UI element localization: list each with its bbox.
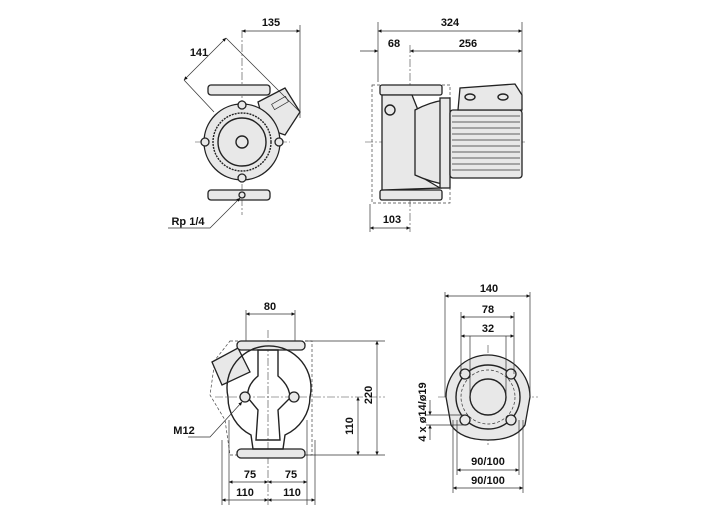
dim-90-100-first: 90/100 bbox=[471, 456, 505, 468]
dim-110-vertical: 110 bbox=[344, 417, 356, 435]
dim-78: 78 bbox=[482, 304, 494, 316]
dim-110-left: 110 bbox=[236, 487, 254, 499]
side-view: 324 68 256 103 bbox=[360, 17, 525, 232]
dim-256: 256 bbox=[459, 38, 477, 50]
dim-103: 103 bbox=[383, 214, 401, 226]
port-label: Rp 1/4 bbox=[171, 216, 205, 228]
thread-label: M12 bbox=[173, 425, 194, 437]
dim-32: 32 bbox=[482, 323, 494, 335]
dim-220: 220 bbox=[363, 386, 375, 404]
dim-90-100-second: 90/100 bbox=[471, 475, 505, 487]
dim-324: 324 bbox=[441, 17, 460, 29]
dim-75-left: 75 bbox=[244, 469, 256, 481]
dim-140: 140 bbox=[480, 283, 498, 295]
holes-label: 4 x ø14/ø19 bbox=[417, 382, 429, 441]
rear-view: 80 220 110 M12 75 75 110 110 bbox=[173, 301, 385, 505]
dim-110-right: 110 bbox=[283, 487, 301, 499]
dim-68: 68 bbox=[388, 38, 400, 50]
front-view: 135 141 Rp 1/4 bbox=[168, 17, 301, 229]
dim-135: 135 bbox=[262, 17, 280, 29]
dim-80: 80 bbox=[264, 301, 276, 313]
dim-141: 141 bbox=[190, 47, 208, 59]
dim-75-right: 75 bbox=[285, 469, 297, 481]
flange-view: 140 78 32 4 x ø14/ø19 90/100 90/100 bbox=[417, 283, 538, 493]
